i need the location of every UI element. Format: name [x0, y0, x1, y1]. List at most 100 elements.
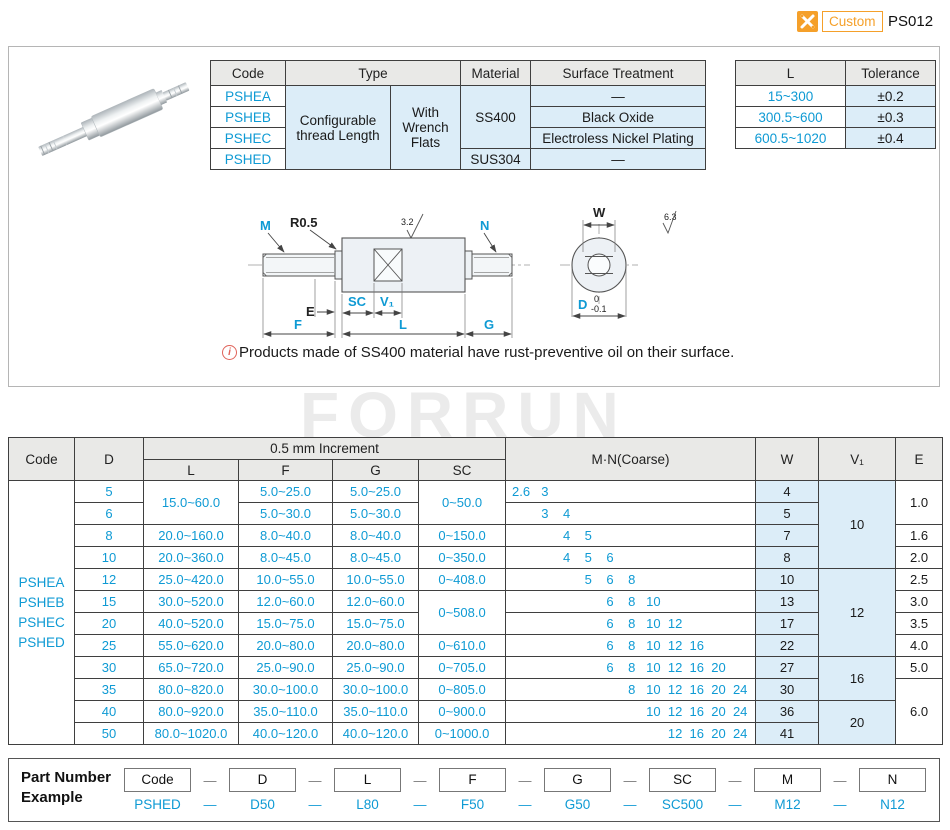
cell-v1: 20	[818, 700, 897, 745]
part-field-box: N	[859, 768, 926, 792]
part-field-value: D50	[250, 797, 275, 812]
mt-header-d: D	[74, 437, 144, 481]
cell-v1: 12	[818, 568, 897, 657]
cell-f: 30.0~100.0	[238, 678, 333, 701]
cell-e: 4.0	[895, 634, 944, 657]
mn-value: 16	[689, 682, 705, 697]
dash-separator: —	[308, 797, 322, 812]
cell-d: 6	[74, 502, 144, 525]
cell-w: 17	[755, 612, 820, 635]
cell-f: 12.0~60.0	[238, 590, 333, 613]
spec-surface: Black Oxide	[530, 106, 706, 128]
dash-separator: —	[518, 797, 532, 812]
mn-value: 3	[541, 506, 549, 521]
code-line: PSHED	[18, 634, 65, 650]
mn-value: 8	[628, 594, 636, 609]
spec-surface: Electroless Nickel Plating	[530, 127, 706, 149]
mn-value: 12	[667, 682, 683, 697]
dash-separator: —	[308, 772, 322, 788]
tol-range: 15~300	[735, 85, 846, 107]
cell-sc: 0~805.0	[417, 678, 507, 701]
dim-label-n: N	[480, 218, 489, 233]
cell-g: 35.0~110.0	[332, 700, 419, 723]
mn-value: 4	[562, 528, 571, 543]
cell-l: 80.0~820.0	[143, 678, 239, 701]
dash-separator: —	[833, 797, 847, 812]
part-field-box: Code	[124, 768, 191, 792]
part-field-value: F50	[460, 797, 485, 812]
mn-value: 6	[606, 550, 614, 565]
cell-d: 8	[74, 524, 144, 547]
cell-e: 1.6	[895, 524, 944, 547]
spec-type-2: With Wrench Flats	[390, 85, 461, 170]
mn-value: 2.6	[512, 484, 531, 499]
tol-range: 600.5~1020	[735, 127, 846, 149]
cell-sc: 0~900.0	[417, 700, 507, 723]
custom-icon	[797, 11, 818, 32]
mt-header-e: E	[895, 437, 944, 481]
mn-value: 6	[606, 660, 614, 675]
cell-w: 36	[755, 700, 820, 723]
cell-d: 40	[74, 700, 144, 723]
tol-range: 300.5~600	[735, 106, 846, 128]
cell-l: 20.0~160.0	[143, 524, 239, 547]
part-number-values-row: PSHED—D50—L80—F50—G50—SC500—M12—N12	[124, 797, 931, 812]
part-field-value: G50	[564, 797, 591, 812]
cell-d: 15	[74, 590, 144, 613]
cell-w: 10	[755, 568, 820, 591]
dim-label-g: G	[484, 317, 494, 332]
cell-v1: 10	[818, 480, 897, 569]
spec-header-material: Material	[460, 60, 531, 86]
cell-sc: 0~1000.0	[417, 722, 507, 745]
part-number-example-box: Part Number Example Code—D—L—F—G—SC—M—N …	[8, 758, 940, 822]
technical-drawing: M R0.5 3.2 N E SC V₁ F L G	[248, 205, 677, 338]
cell-sc: 0~150.0	[417, 524, 507, 547]
tol-value: ±0.4	[845, 127, 936, 149]
cell-l: 80.0~920.0	[143, 700, 239, 723]
tol-header-l: L	[735, 60, 846, 86]
info-icon: i	[222, 345, 237, 360]
part-field-value: N12	[880, 797, 905, 812]
dim-label-finish-end: 6.3	[664, 212, 677, 222]
cell-f: 8.0~45.0	[238, 546, 333, 569]
code-line: PSHEC	[18, 614, 65, 630]
cell-g: 15.0~75.0	[332, 612, 419, 635]
mn-value: 6	[606, 594, 614, 609]
spec-code: PSHEB	[210, 106, 286, 128]
spec-row: PSHEB Black Oxide	[210, 106, 706, 128]
mn-value: 10	[646, 704, 661, 719]
cell-g: 30.0~100.0	[332, 678, 419, 701]
mt-header-mn: M·N(Coarse)	[505, 437, 757, 481]
mn-value: 10	[646, 616, 661, 631]
dim-label-m: M	[260, 218, 271, 233]
cell-w: 30	[755, 678, 820, 701]
cell-g: 40.0~120.0	[332, 722, 419, 745]
dash-separator: —	[413, 772, 427, 788]
cell-sc: 0~408.0	[417, 568, 507, 591]
mt-header-l: L	[143, 459, 239, 481]
mn-value: 3	[541, 484, 549, 499]
dim-label-finish-body: 3.2	[401, 217, 414, 227]
cell-f: 20.0~80.0	[238, 634, 333, 657]
cell-g: 10.0~55.0	[332, 568, 419, 591]
dim-label-d: D	[578, 297, 587, 312]
note-text: Products made of SS400 material have rus…	[239, 344, 735, 361]
dim-d-tol-lower: -0.1	[591, 304, 607, 314]
mn-value: 12	[667, 638, 683, 653]
spec-type-1: Configurable thread Length	[285, 85, 391, 170]
cell-g: 5.0~25.0	[332, 480, 419, 503]
main-spec-table: Code D 0.5 mm Increment M·N(Coarse) W V₁…	[8, 437, 944, 745]
part-number-title: Part Number Example	[21, 768, 111, 808]
mn-value: 10	[646, 594, 661, 609]
